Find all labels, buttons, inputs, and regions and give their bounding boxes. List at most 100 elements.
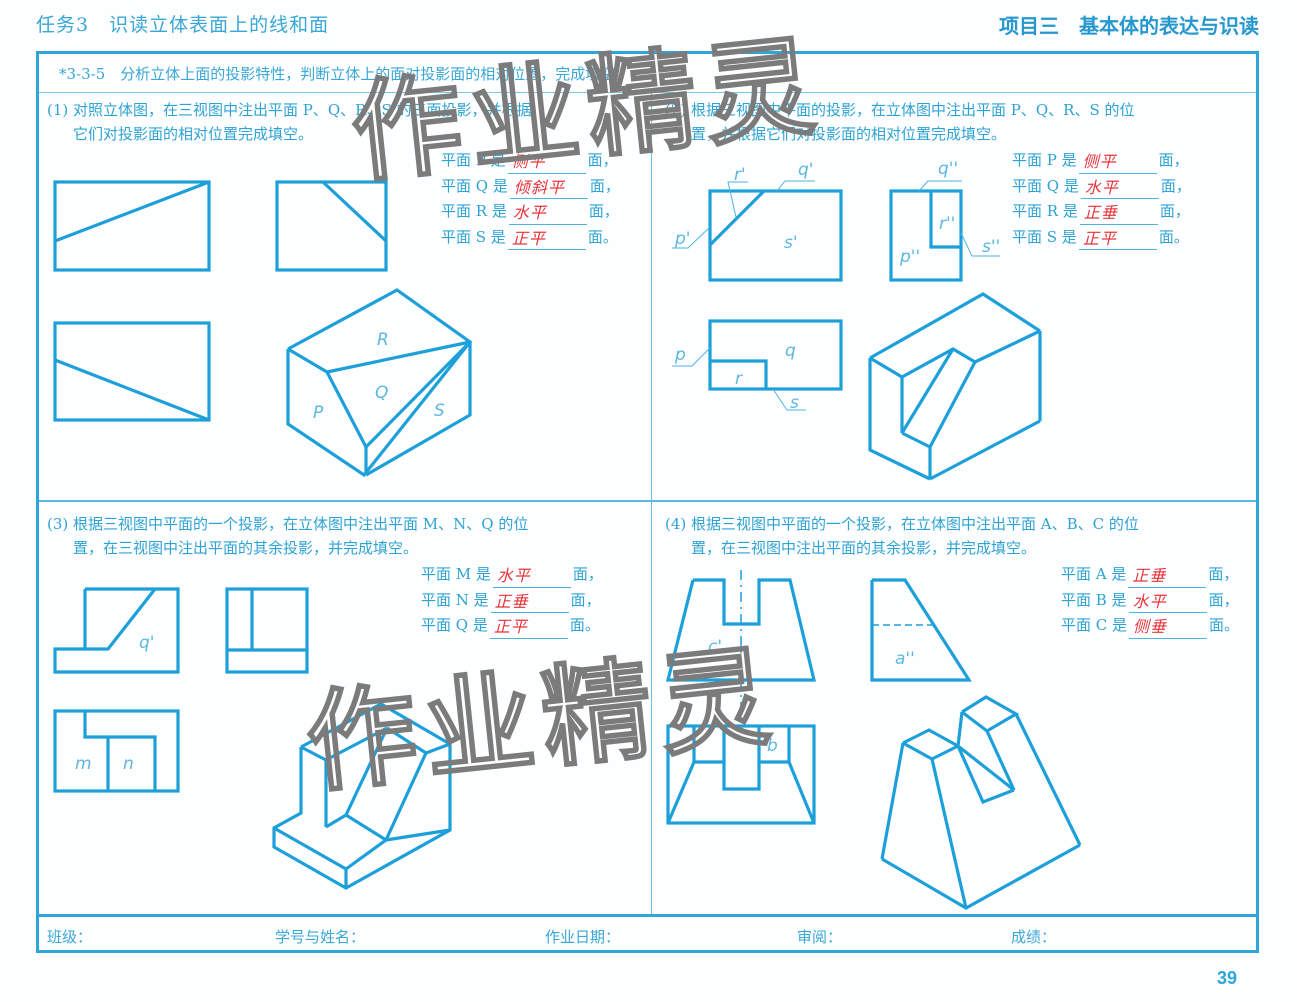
label-c-prime: c' — [708, 637, 722, 657]
vertical-divider — [651, 92, 652, 914]
problem-3-line2: 置，在三视图中注出平面的其余投影，并完成填空。 — [73, 539, 419, 557]
label-m: m — [75, 754, 92, 774]
class-label: 班级： — [47, 928, 93, 946]
answer-blank[interactable]: 正垂 — [1128, 566, 1207, 588]
answer-blank[interactable]: 正平 — [1078, 228, 1157, 250]
chapter-title: 项目三 基本体的表达与识读 — [999, 14, 1259, 38]
answer-prefix: 平面 S 是 — [441, 227, 506, 246]
problem-3-line1: (3) 根据三视图中平面的一个投影，在立体图中注出平面 M、N、Q 的位 — [47, 515, 529, 533]
answer-blank[interactable]: 倾斜平 — [509, 177, 588, 199]
problem-4-answers: 平面 A 是正垂面， 平面 B 是水平面， 平面 C 是侧垂面。 — [1061, 562, 1239, 639]
answer-row: 平面 Q 是水平 面， — [1012, 174, 1191, 199]
label-r: r — [735, 369, 743, 389]
exercise-frame: *3-3-5 分析立体上面的投影特性，判断立体上的面对投影面的相对位置，完成填空… — [36, 51, 1259, 953]
answer-value: 倾斜平 — [513, 177, 565, 197]
answer-row: 平面 P 是侧平 面， — [1012, 148, 1191, 174]
label-p-double: p'' — [899, 247, 920, 267]
answer-suffix: 面， — [1208, 590, 1239, 609]
label-a-double: a'' — [895, 649, 915, 669]
task-row: *3-3-5 分析立体上面的投影特性，判断立体上的面对投影面的相对位置，完成填空… — [39, 54, 1256, 93]
answer-prefix: 平面 Q 是 — [421, 616, 488, 634]
answer-value: 水平 — [496, 566, 531, 585]
answer-suffix: 面。 — [587, 227, 618, 246]
problem-2-answers: 平面 P 是侧平面， 平面 Q 是水平面， 平面 R 是正垂面， 平面 S 是正… — [1012, 148, 1191, 250]
label-s-double: s'' — [982, 237, 1000, 257]
answer-blank[interactable]: 正平 — [507, 229, 586, 250]
answer-suffix: 面， — [1208, 565, 1239, 583]
answer-prefix: 平面 M 是 — [421, 565, 491, 583]
answer-value: 水平 — [1132, 591, 1167, 611]
problem-3-text: (3) 根据三视图中平面的一个投影，在立体图中注出平面 M、N、Q 的位 置，在… — [47, 512, 528, 560]
problem-1-line1: (1) 对照立体图，在三视图中注出平面 P、Q、R、S 的三面投影，并根据 — [47, 101, 532, 119]
answer-row: 平面 B 是水平面， — [1061, 588, 1239, 613]
answer-blank[interactable]: 正垂 — [1079, 203, 1158, 225]
answer-blank[interactable]: 侧平 — [1078, 152, 1157, 174]
answer-row: 平面 Q 是倾斜平面， — [441, 174, 620, 199]
answer-suffix: 面， — [572, 565, 603, 583]
answer-prefix: 平面 R 是 — [441, 202, 507, 220]
answer-prefix: 平面 S 是 — [1012, 227, 1077, 246]
problem-1-text: (1) 对照立体图，在三视图中注出平面 P、Q、R、S 的三面投影，并根据 它们… — [47, 98, 532, 146]
answer-blank[interactable]: 水平 — [492, 566, 571, 588]
label-Q: Q — [375, 383, 388, 403]
problem-1-answers: 平面 P 是侧平面， 平面 Q 是倾斜平面， 平面 R 是水平面， 平面 S 是… — [441, 148, 620, 250]
footer-bar: 班级： 学号与姓名： 作业日期： 审阅： 成绩： — [39, 914, 1256, 953]
answer-value: 正平 — [493, 617, 528, 636]
label-r-prime: r' — [734, 165, 746, 185]
answer-suffix: 面， — [1159, 202, 1190, 220]
answer-blank[interactable]: 正垂 — [490, 591, 569, 613]
answer-value: 水平 — [512, 203, 547, 222]
answer-value: 侧垂 — [1133, 617, 1168, 636]
answer-blank[interactable]: 水平 — [1080, 177, 1159, 199]
answer-blank[interactable]: 侧垂 — [1129, 617, 1208, 639]
answer-row: 平面 R 是水平面， — [441, 199, 620, 225]
answer-value: 正平 — [1082, 228, 1117, 248]
problem-1-line2: 它们对投影面的相对位置完成填空。 — [73, 125, 314, 143]
answer-blank[interactable]: 水平 — [1128, 591, 1207, 613]
problem-2-line1: (2) 根据三视图中平面的投影，在立体图中注出平面 P、Q、R、S 的位 — [665, 101, 1135, 119]
answer-row: 平面 Q 是正平面。 — [421, 613, 603, 639]
answer-prefix: 平面 Q 是 — [441, 176, 508, 195]
answer-row: 平面 R 是正垂面， — [1012, 199, 1191, 225]
answer-row: 平面 S 是正平面。 — [441, 225, 620, 250]
label-R: R — [377, 330, 389, 350]
section-title: 任务3 识读立体表面上的线和面 — [36, 14, 330, 36]
problem-2-line2: 置，并根据它们对投影面的相对位置完成填空。 — [691, 125, 1007, 143]
answer-row: 平面 P 是侧平面， — [441, 148, 620, 174]
answer-row: 平面 N 是正垂面， — [421, 588, 603, 613]
answer-suffix: 面， — [1160, 176, 1191, 195]
answer-prefix: 平面 P 是 — [1012, 151, 1077, 169]
label-s-prime: s' — [784, 233, 798, 253]
page-number: 39 — [1217, 968, 1238, 988]
answer-value: 正垂 — [494, 591, 529, 611]
answer-value: 水平 — [1084, 177, 1119, 197]
answer-row: 平面 S 是正平面。 — [1012, 225, 1191, 250]
label-s: s — [790, 393, 799, 413]
answer-row: 平面 C 是侧垂面。 — [1061, 613, 1239, 639]
label-q-double: q'' — [938, 159, 958, 179]
problem-3-answers: 平面 M 是水平 面， 平面 N 是正垂面， 平面 Q 是正平面。 — [421, 562, 603, 639]
answer-prefix: 平面 Q 是 — [1012, 176, 1079, 195]
problem-4-text: (4) 根据三视图中平面的一个投影，在立体图中注出平面 A、B、C 的位 置，在… — [665, 512, 1139, 560]
answer-prefix: 平面 P 是 — [441, 151, 506, 169]
answer-blank[interactable]: 水平 — [508, 203, 587, 225]
answer-blank[interactable]: 正平 — [489, 617, 568, 639]
label-p-prime: p' — [674, 229, 690, 249]
label-n: n — [123, 754, 134, 774]
id-name-label: 学号与姓名： — [275, 928, 366, 946]
label-r-double: r'' — [939, 214, 955, 234]
review-label: 审阅： — [797, 928, 843, 946]
answer-row: 平面 M 是水平 面， — [421, 562, 603, 588]
answer-suffix: 面， — [1158, 151, 1189, 169]
score-label: 成绩： — [1011, 928, 1057, 946]
label-S: S — [434, 401, 445, 421]
answer-prefix: 平面 A 是 — [1061, 565, 1127, 583]
answer-suffix: 面， — [587, 151, 618, 169]
answer-blank[interactable]: 侧平 — [507, 152, 586, 174]
answer-value: 侧平 — [1082, 152, 1117, 171]
problem-2-text: (2) 根据三视图中平面的投影，在立体图中注出平面 P、Q、R、S 的位 置，并… — [665, 98, 1135, 146]
